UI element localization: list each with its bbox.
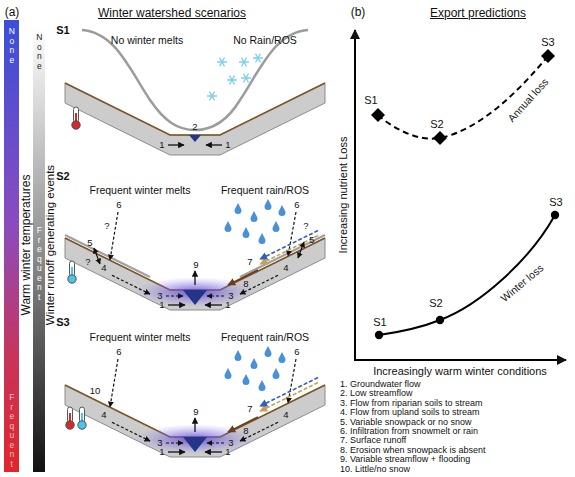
question-mark: ?: [85, 257, 90, 267]
callout-number: 7: [247, 257, 252, 267]
callout-number: 1: [159, 300, 164, 310]
x-axis: [354, 359, 566, 361]
stream: [189, 135, 201, 142]
callout-number: 4: [101, 410, 106, 420]
axis-title: Increasing nutrient Loss: [338, 137, 349, 254]
scenario-id: S1: [56, 25, 69, 36]
scale-bar: NoneFrequent: [4, 20, 19, 472]
thermometer-cold: [78, 407, 86, 429]
callout-number: 4: [283, 410, 288, 420]
snowflakes: [207, 54, 263, 101]
callout-number: 10: [90, 386, 101, 396]
legend-item: 7. Surface runoff: [340, 436, 406, 445]
scenario-note: Frequent winter melts: [90, 185, 191, 196]
hillslope-band: [65, 83, 325, 155]
axis-title: Increasingly warm winter conditions: [373, 366, 547, 377]
scenario-s2: [65, 199, 325, 310]
point-label: S1: [373, 317, 386, 328]
callout-number: 1: [159, 140, 164, 150]
point-label: S3: [549, 197, 562, 208]
winter-point: [375, 211, 559, 339]
point-label: S2: [429, 298, 442, 309]
scenario-note: No winter melts: [111, 35, 183, 46]
legend-item: 6. Infiltration from snowmelt or rain: [340, 427, 478, 436]
thermometer-cold: [68, 261, 76, 283]
scenario-note: Frequent rain/ROS: [221, 185, 309, 196]
callout-number: 9: [193, 260, 198, 270]
callout-number: 2: [192, 122, 197, 132]
scenario-note: Frequent rain/ROS: [221, 332, 309, 343]
scenario-id: S3: [56, 317, 69, 328]
axis-title: Warm winter temperatures: [20, 175, 32, 316]
scale-bar: NoneFrequent: [33, 28, 45, 472]
callout-number: 7: [247, 404, 252, 414]
callout-number: 8: [243, 279, 248, 289]
y-axis: [354, 30, 356, 361]
point-label: S1: [364, 95, 377, 106]
curve-label: Annual loss: [506, 76, 550, 123]
callout-number: 5: [309, 235, 314, 245]
flow-paths: [110, 199, 318, 307]
legend-item: 1. Groundwater flow: [340, 380, 421, 389]
callout-number: 1: [225, 300, 230, 310]
panel-label: (a): [5, 6, 20, 18]
legend-item: 8. Erosion when snowpack is absent: [340, 445, 486, 454]
snowpack-layer: [65, 235, 325, 277]
panel-label: (b): [351, 6, 366, 18]
callout-number: 1: [225, 447, 230, 457]
question-mark: ?: [303, 221, 308, 231]
scale-end-label: Frequent: [7, 392, 16, 468]
legend-item: 5. Variable snowpack or no snow: [340, 417, 471, 426]
snowpack-arrow: [94, 242, 304, 264]
point-label: S3: [541, 37, 554, 48]
question-mark: ?: [104, 221, 109, 231]
watershed-section: [65, 83, 325, 155]
winter-loss-curve: [379, 215, 555, 335]
export-chart: [354, 30, 566, 361]
scale-end-label: None: [35, 32, 44, 70]
legend-item: 3. Flow from riparian soils to stream: [340, 398, 483, 407]
callout-number: 6: [116, 200, 121, 210]
legend-item: 2. Low streamflow: [340, 389, 413, 398]
callout-number: 6: [294, 347, 299, 357]
flow-paths: [110, 346, 318, 454]
groundwater-arrow: [168, 144, 222, 145]
thermometer-warm: [66, 407, 74, 429]
callout-number: 4: [283, 263, 288, 273]
panel-title: Winter watershed scenarios: [98, 7, 246, 19]
scale-end-label: Frequent: [35, 225, 44, 301]
scenario-s3: [65, 346, 325, 457]
scenario-note: Frequent winter melts: [90, 332, 191, 343]
annual-point: [371, 49, 555, 145]
callout-number: 9: [193, 407, 198, 417]
callout-number: 6: [116, 347, 121, 357]
callout-number: 8: [243, 426, 248, 436]
point-label: S2: [430, 119, 443, 130]
curve-label: Winter loss: [499, 262, 546, 303]
legend-item: 10. Little/no snow: [340, 464, 410, 473]
legend-item: 4. Flow from upland soils to stream: [340, 408, 480, 417]
axis-title: Winter runoff generating events: [45, 165, 57, 325]
panel-title: Export predictions: [430, 7, 526, 19]
callout-number: 1: [225, 140, 230, 150]
legend-item: 9. Variable streamflow + flooding: [340, 455, 470, 464]
callout-number: 1: [159, 447, 164, 457]
callout-number: 6: [294, 200, 299, 210]
thermometer-warm: [72, 107, 80, 129]
scale-end-label: None: [7, 26, 16, 64]
scenario-s1: [65, 30, 325, 155]
callout-number: 4: [101, 263, 106, 273]
scenario-note: No Rain/ROS: [233, 35, 297, 46]
scenario-id: S2: [56, 171, 69, 182]
callout-number: 5: [87, 238, 92, 248]
